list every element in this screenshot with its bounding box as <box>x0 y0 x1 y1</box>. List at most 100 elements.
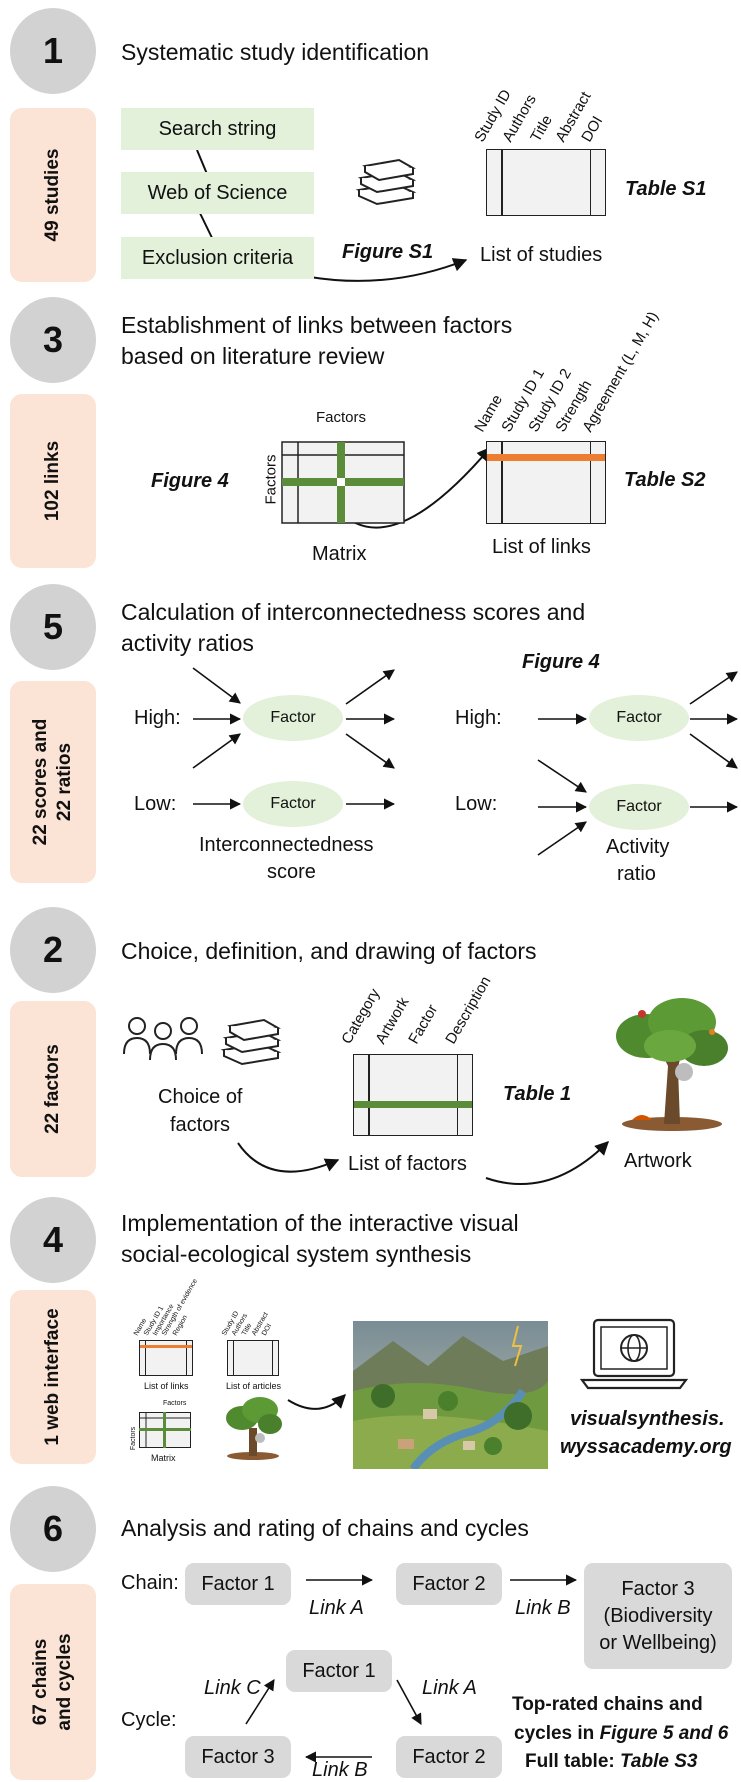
note-line1: Top-rated chains and <box>512 1694 703 1715</box>
web-of-science-box: Web of Science <box>121 172 314 214</box>
step-number-4: 4 <box>10 1197 96 1283</box>
factor-oval-high-left: Factor <box>243 695 343 741</box>
section-6-heading: Analysis and rating of chains and cycles <box>121 1515 529 1541</box>
high-label-right: High: <box>455 707 502 729</box>
section-5-heading-line2: activity ratios <box>121 630 254 656</box>
side-label: 67 chains and cycles <box>29 1633 77 1730</box>
side-label-line1: 22 scores and <box>30 718 51 846</box>
note-line3-plain: Full table: <box>525 1751 620 1772</box>
side-box-22-factors: 22 factors <box>10 1001 96 1177</box>
people-icon <box>123 1017 203 1061</box>
artwork-caption: Artwork <box>624 1150 692 1172</box>
chain-link-a: Link A <box>309 1597 364 1619</box>
cycle-factor-3: Factor 3 <box>185 1736 291 1778</box>
note-line2: cycles in Figure 5 and 6 <box>514 1723 728 1745</box>
mini-links-caption: List of links <box>144 1381 189 1391</box>
section-1-heading: Systematic study identification <box>121 39 430 65</box>
side-label: 49 studies <box>42 148 63 242</box>
matrix-factors-side-label: Factors <box>262 454 280 505</box>
matrix-shape <box>281 441 405 524</box>
step-number-6: 6 <box>10 1486 96 1572</box>
cycle-link-a: Link A <box>422 1677 477 1699</box>
choice-label-line1: Choice of <box>158 1086 243 1108</box>
cycle-label: Cycle: <box>121 1709 177 1731</box>
chain-factor-1: Factor 1 <box>185 1563 291 1605</box>
mini-articles-caption: List of articles <box>226 1381 282 1391</box>
table-s1-ref: Table S1 <box>625 178 707 200</box>
choice-label-line2: factors <box>170 1114 231 1136</box>
matrix-caption: Matrix <box>312 543 367 565</box>
side-label-line2: 22 ratios <box>54 742 75 822</box>
mini-factors-top: Factors <box>163 1400 187 1407</box>
high-label-left: High: <box>134 707 181 729</box>
mini-links-shape <box>139 1340 193 1376</box>
activity-label-line1: Activity <box>606 836 670 858</box>
chain-link-b: Link B <box>515 1597 571 1619</box>
note-line2-em: Figure 5 and 6 <box>599 1723 729 1744</box>
table-1-ref: Table 1 <box>503 1083 572 1105</box>
side-label: 102 links <box>42 440 63 522</box>
cycle-factor-2: Factor 2 <box>396 1736 502 1778</box>
web-url-line1[interactable]: visualsynthesis. <box>570 1408 725 1430</box>
note-line3: Full table: Table S3 <box>525 1751 697 1773</box>
chain-label: Chain: <box>121 1572 179 1594</box>
tree-artwork-icon <box>616 998 728 1131</box>
section-4-heading-line2: social-ecological system synthesis <box>121 1241 472 1267</box>
side-label: 22 scores and 22 ratios <box>29 719 77 846</box>
books-icon <box>220 1018 282 1066</box>
note-line2-plain: cycles in <box>514 1723 600 1744</box>
cycle-link-c: Link C <box>204 1677 261 1699</box>
mini-factors-side: Factors <box>130 1426 138 1451</box>
note-line3-em: Table S3 <box>620 1751 698 1772</box>
cycle-link-b: Link B <box>312 1759 368 1781</box>
interconnectedness-label-line2: score <box>267 861 316 883</box>
side-label-line1: 67 chains <box>30 1638 51 1726</box>
low-label-right: Low: <box>455 793 498 815</box>
factor-oval-high-right: Factor <box>589 695 689 741</box>
section-3-heading-line2: based on literature review <box>121 343 385 369</box>
low-label-left: Low: <box>134 793 177 815</box>
section-4-heading-line1: Implementation of the interactive visual <box>121 1210 519 1236</box>
section-3-heading-line1: Establishment of links between factors <box>121 312 513 338</box>
step-number-1: 1 <box>10 8 96 94</box>
section-2-heading: Choice, definition, and drawing of facto… <box>121 938 537 964</box>
activity-label-line2: ratio <box>617 863 656 885</box>
side-box-49-studies: 49 studies <box>10 108 96 282</box>
side-label: 1 web interface <box>42 1308 63 1446</box>
chain-factor-2: Factor 2 <box>396 1563 502 1605</box>
chain-factor-3: Factor 3 (Biodiversity or Wellbeing) <box>584 1563 732 1669</box>
side-label-line2: and cycles <box>54 1633 75 1731</box>
step-number-5: 5 <box>10 584 96 670</box>
search-string-box: Search string <box>121 108 314 150</box>
table-s2-caption: List of links <box>492 536 591 558</box>
figure-4-label-section5: Figure 4 <box>522 651 600 673</box>
figure-s1-label: Figure S1 <box>342 241 434 263</box>
factor-3-title: Factor 3 <box>621 1577 695 1600</box>
landscape-image <box>353 1321 548 1469</box>
mini-matrix-caption: Matrix <box>151 1453 176 1463</box>
exclusion-criteria-box: Exclusion criteria <box>121 237 314 279</box>
factor-oval-low-left: Factor <box>243 781 343 827</box>
tree-artwork-icon <box>226 1397 282 1460</box>
side-box-chains-cycles: 67 chains and cycles <box>10 1584 96 1780</box>
matrix-factors-top-label: Factors <box>316 409 367 426</box>
interconnectedness-label-line1: Interconnectedness <box>199 834 374 856</box>
factor-3-sub1: (Biodiversity <box>603 1604 713 1627</box>
laptop-globe-icon[interactable] <box>580 1318 688 1390</box>
section-5-heading-line1: Calculation of interconnectedness scores… <box>121 599 586 625</box>
factor-oval-low-right: Factor <box>589 784 689 830</box>
side-box-102-links: 102 links <box>10 394 96 568</box>
side-box-web-interface: 1 web interface <box>10 1290 96 1464</box>
table-1-shape <box>353 1054 473 1136</box>
mini-matrix-shape <box>139 1412 191 1448</box>
table-s1-shape <box>486 149 606 216</box>
table-s2-shape <box>486 441 606 524</box>
factor-3-sub2: or Wellbeing) <box>599 1631 717 1654</box>
books-icon <box>355 158 417 206</box>
step-number-2: 2 <box>10 907 96 993</box>
side-box-scores-ratios: 22 scores and 22 ratios <box>10 681 96 883</box>
table-s2-ref: Table S2 <box>624 469 706 491</box>
web-url-line2[interactable]: wyssacademy.org <box>560 1436 732 1458</box>
table-s1-caption: List of studies <box>480 244 603 266</box>
